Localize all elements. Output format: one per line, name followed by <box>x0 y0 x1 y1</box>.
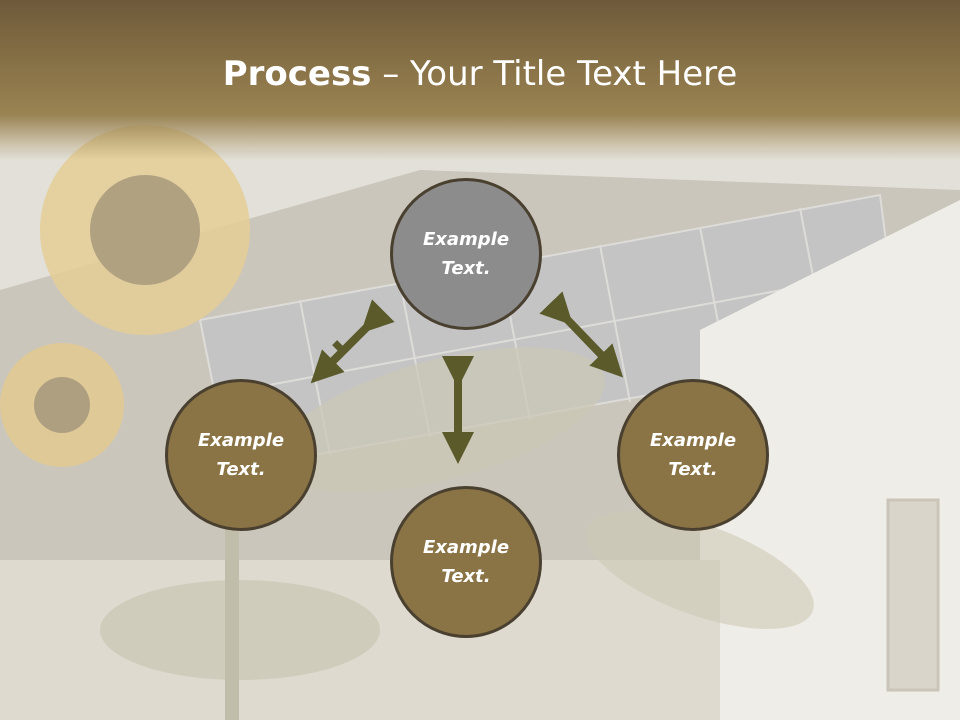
title-bold: Process <box>222 54 372 94</box>
node-left-line2: Text. <box>216 459 266 480</box>
node-right-line1: Example <box>649 430 737 451</box>
double-arrow-left <box>310 299 395 384</box>
slide-title: Process – Your Title Text Here <box>0 52 960 96</box>
node-bottom-line2: Text. <box>441 566 491 587</box>
title-bar <box>0 0 960 160</box>
node-top-line2: Text. <box>441 258 491 279</box>
node-bottom-line1: Example <box>422 537 510 558</box>
sunflower-large <box>40 125 250 335</box>
process-node-left[interactable]: Example Text. <box>165 379 317 531</box>
double-arrow-right <box>539 291 624 378</box>
process-node-bottom[interactable]: Example Text. <box>390 486 542 638</box>
sunflower-small <box>0 343 124 467</box>
node-left-line1: Example <box>197 430 285 451</box>
node-right-line2: Text. <box>668 459 718 480</box>
process-node-right[interactable]: Example Text. <box>617 379 769 531</box>
title-rest: – Your Title Text Here <box>371 54 738 94</box>
arrow-top-left <box>332 340 343 351</box>
node-top-line1: Example <box>422 229 510 250</box>
process-node-top[interactable]: Example Text. <box>390 178 542 330</box>
